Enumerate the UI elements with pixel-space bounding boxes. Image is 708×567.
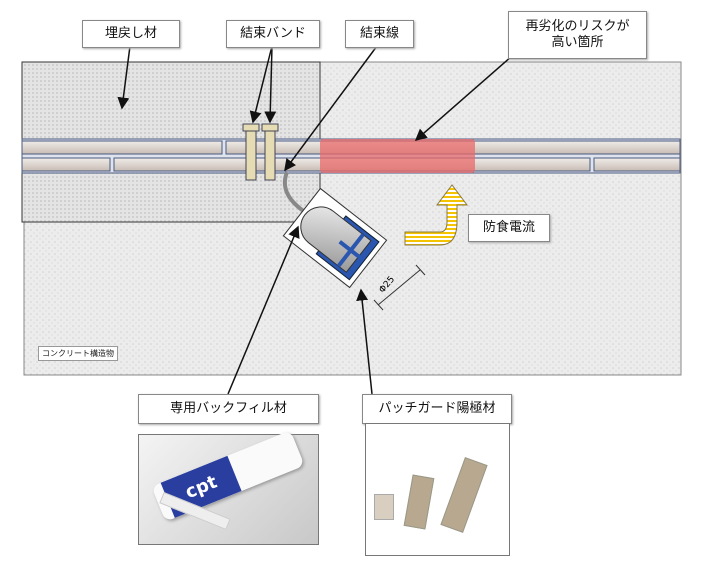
risk-zone [320,139,475,173]
label-tie-band: 結束バンド [226,20,320,48]
label-current: 防食電流 [468,214,550,242]
backfill-photo: cpt [138,430,319,545]
leader-lines [117,45,513,395]
anode-medium [403,474,435,530]
tie-bands [242,123,279,181]
current-arrow-icon [404,184,468,246]
risk-line-1: 再劣化のリスクが [525,18,630,34]
label-backfill: 埋戻し材 [82,20,180,48]
label-risk-area: 再劣化のリスクが 高い箇所 [508,11,647,59]
risk-line-2: 高い箇所 [551,35,604,50]
diameter-dimension [373,264,426,311]
label-anode: パッチガード陽極材 [362,394,512,424]
anode-small [374,494,394,520]
patch-anode [282,187,388,289]
anode-large [440,457,488,533]
anode-photo [365,423,510,556]
label-concrete: コンクリート構造物 [38,346,118,361]
label-tie-wire: 結束線 [345,20,414,48]
label-backfill-material: 専用バックフィル材 [138,394,319,424]
